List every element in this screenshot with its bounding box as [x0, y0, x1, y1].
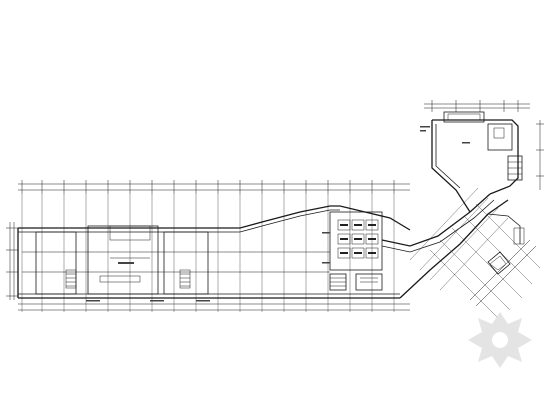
top-dimension-line: [18, 180, 410, 194]
star-watermark-icon: [468, 312, 532, 368]
structural-grid: [21, 194, 395, 312]
diagonal-wing: [381, 187, 541, 319]
bottom-dimension-line: [18, 303, 410, 311]
left-dimension-line: [6, 222, 18, 300]
elbow-detail: [487, 213, 525, 275]
equipment-room-block: [322, 211, 383, 291]
room-annotations: [86, 262, 210, 302]
upper-right-tower: [420, 100, 544, 213]
main-block-outline: [17, 205, 411, 302]
